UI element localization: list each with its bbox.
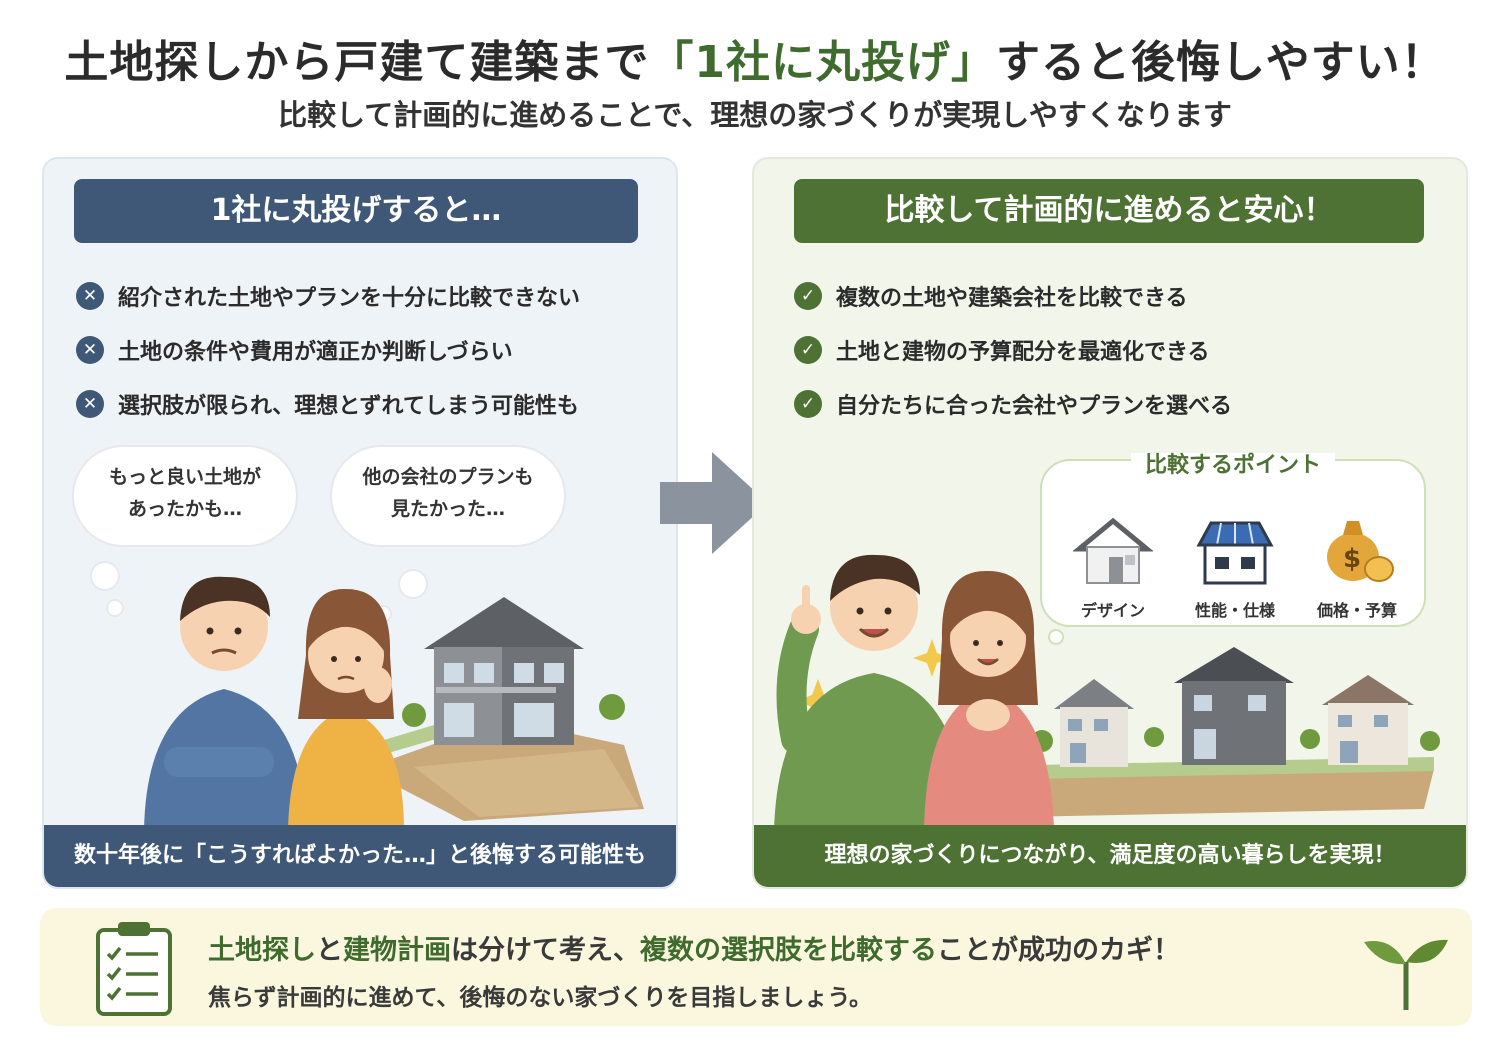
left-panel: 1社に丸投げすると… ✕ 紹介された土地やプランを十分に比較できない ✕ 土地の条件… — [42, 157, 678, 889]
list-item: ✕ 土地の条件や費用が適正か判断しづらい — [76, 323, 580, 377]
list-item: ✓ 複数の土地や建築会社を比較できる — [794, 269, 1232, 323]
point-design: デザイン — [1058, 515, 1168, 621]
speech-tail — [1050, 631, 1062, 643]
point-label: 性能・仕様 — [1194, 601, 1275, 620]
list-item-text: 選択肢が限られ、理想とずれてしまう可能性も — [118, 394, 579, 419]
house-design-icon — [1072, 517, 1154, 584]
arrow-right-icon — [660, 452, 768, 554]
title-after: すると後悔しやすい！ — [996, 37, 1446, 88]
title-before: 土地探しから戸建て建築まで — [64, 37, 650, 88]
list-item: ✕ 選択肢が限られ、理想とずれてしまう可能性も — [76, 377, 580, 431]
check-icon: ✓ — [794, 390, 822, 418]
sprout-icon — [1364, 939, 1448, 1010]
happy-couple-illustration — [774, 554, 1440, 831]
cross-icon: ✕ — [76, 282, 104, 310]
page-subtitle: 比較して計画的に進めることで、理想の家づくりが実現しやすくなります — [278, 98, 1232, 132]
emphasis-text: 複数の選択肢を比較する — [640, 935, 937, 966]
left-items-list: ✕ 紹介された土地やプランを十分に比較できない ✕ 土地の条件や費用が適正か判断しづ… — [76, 269, 580, 431]
list-item-text: 自分たちに合った会社やプランを選べる — [836, 394, 1233, 419]
list-item: ✓ 自分たちに合った会社やプランを選べる — [794, 377, 1232, 431]
bottom-line-1: 土地探しと建物計画は分けて考え、複数の選択肢を比較することが成功のカギ！ — [208, 935, 1180, 966]
svg-text:$: $ — [1343, 544, 1361, 574]
thought-text: もっと良い土地が — [108, 466, 261, 488]
right-items-list: ✓ 複数の土地や建築会社を比較できる ✓ 土地と建物の予算配分を最適化できる ✓ 自分… — [794, 269, 1232, 431]
money-bag-icon: $ — [1327, 521, 1394, 582]
list-item: ✓ 土地と建物の予算配分を最適化できる — [794, 323, 1232, 377]
point-performance: 性能・仕様 — [1180, 515, 1290, 621]
comparison-points-bubble: 比較するポイント デザイン 性能・仕様 — [1040, 453, 1426, 627]
cross-icon: ✕ — [76, 390, 104, 418]
comparison-points-title: 比較するポイント — [1042, 447, 1424, 479]
list-item-text: 複数の土地や建築会社を比較できる — [836, 286, 1188, 311]
thought-dot — [92, 563, 118, 589]
thought-dot — [400, 571, 426, 597]
list-item-text: 紹介された土地やプランを十分に比較できない — [118, 286, 581, 311]
bottom-message: 土地探しと建物計画は分けて考え、複数の選択肢を比較することが成功のカギ！ 焦らず… — [40, 908, 1472, 1026]
list-item-text: 土地の条件や費用が適正か判断しづらい — [118, 340, 513, 365]
right-panel: 比較して計画的に進めると安心！ ✓ 複数の土地や建築会社を比較できる ✓ 土地と建物… — [752, 157, 1468, 889]
point-label: 価格・予算 — [1316, 601, 1397, 620]
thought-cloud-land: もっと良い土地が あったかも… — [74, 447, 296, 545]
page-title: 土地探しから戸建て建築まで「1社に丸投げ」すると後悔しやすい！ — [0, 26, 1510, 90]
thought-dot — [108, 601, 122, 615]
cross-icon: ✕ — [76, 336, 104, 364]
emphasis-text: 土地探し — [208, 935, 316, 966]
list-item: ✕ 紹介された土地やプランを十分に比較できない — [76, 269, 580, 323]
point-price: $ 価格・予算 — [1302, 515, 1412, 621]
thought-text: 他の会社のプランも — [362, 466, 534, 488]
left-panel-footer: 数十年後に「こうすればよかった…」と後悔する可能性も — [44, 825, 676, 887]
left-panel-heading: 1社に丸投げすると… — [74, 179, 638, 243]
check-icon: ✓ — [794, 336, 822, 364]
emphasis-text: 建物計画 — [343, 935, 451, 966]
thought-cloud-plan: 他の会社のプランも 見たかった… — [332, 447, 564, 545]
thought-text: 見たかった… — [390, 498, 505, 520]
right-panel-footer: 理想の家づくりにつながり、満足度の高い暮らしを実現！ — [754, 825, 1466, 887]
worried-couple-illustration — [144, 576, 644, 831]
solar-house-icon — [1196, 521, 1274, 585]
right-panel-heading: 比較して計画的に進めると安心！ — [794, 179, 1424, 243]
point-label: デザイン — [1080, 601, 1145, 620]
bottom-line-2: 焦らず計画的に進めて、後悔のない家づくりを目指しましょう。 — [208, 985, 873, 1011]
clipboard-checklist-icon — [96, 922, 172, 1016]
thought-text: あったかも… — [127, 498, 242, 520]
check-icon: ✓ — [794, 282, 822, 310]
list-item-text: 土地と建物の予算配分を最適化できる — [836, 340, 1210, 365]
title-highlight: 「1社に丸投げ」 — [649, 37, 997, 88]
